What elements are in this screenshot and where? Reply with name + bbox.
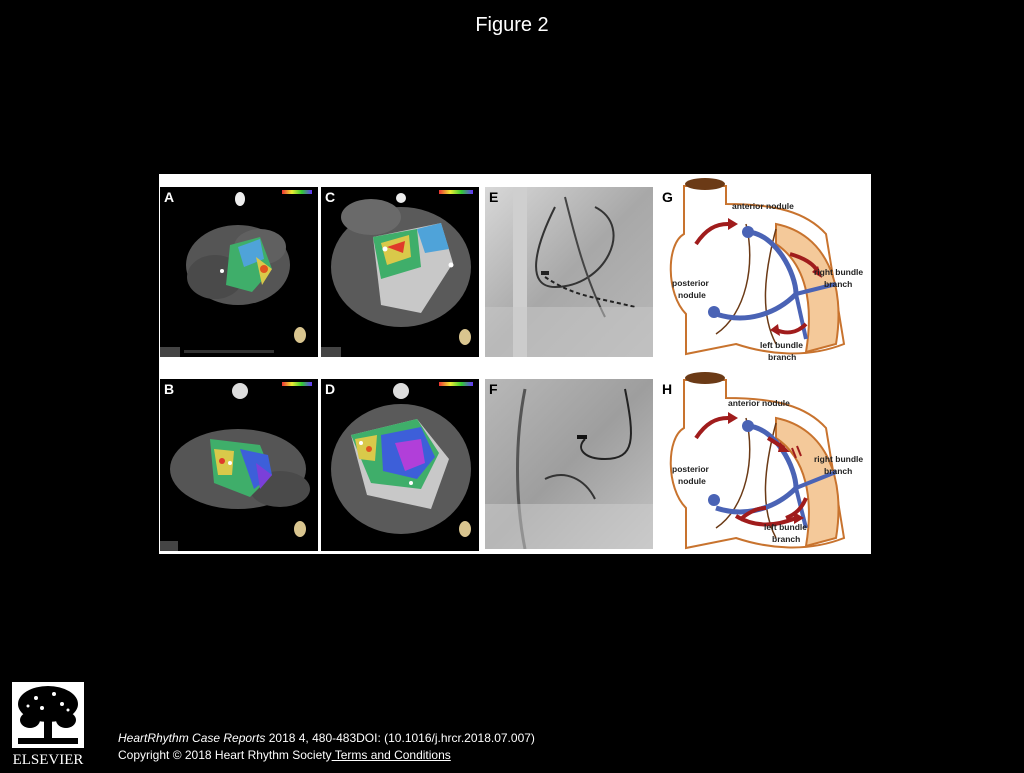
fluoroscopy-e-image: [485, 187, 653, 357]
label-nodule-g: nodule: [678, 290, 706, 300]
panel-label-d: D: [325, 381, 336, 397]
panel-h-schematic: H anterior nodule posterior nodule right…: [656, 368, 870, 554]
panel-label-a: A: [164, 189, 175, 205]
panel-label-b: B: [164, 381, 175, 397]
panel-a-map: A: [160, 187, 318, 357]
label-branch-rb-g: branch: [824, 279, 853, 289]
panel-e-fluoroscopy: E: [485, 187, 653, 357]
elsevier-logo: ELSEVIER: [10, 680, 86, 768]
label-anterior-nodule-g: anterior nodule: [732, 201, 794, 211]
map-c-image: [321, 187, 479, 357]
citation-details: 2018 4, 480-483DOI: (10.1016/j.hrcr.2018…: [265, 731, 535, 745]
panel-label-c: C: [325, 189, 336, 205]
map-d-image: [321, 379, 479, 551]
label-branch-lb-h: branch: [772, 534, 801, 544]
map-b-image: [160, 379, 318, 551]
panel-label-h: H: [662, 381, 673, 397]
panel-label-e: E: [489, 189, 499, 205]
elsevier-wordmark: ELSEVIER: [13, 752, 84, 768]
label-right-bundle-h: right bundle: [814, 454, 864, 464]
citation: HeartRhythm Case Reports 2018 4, 480-483…: [118, 731, 535, 745]
conduction-diagram-g: [669, 178, 846, 356]
terms-and-conditions-link[interactable]: Terms and Conditions: [331, 748, 451, 762]
label-posterior-g: posterior: [672, 278, 709, 288]
label-posterior-h: posterior: [672, 464, 709, 474]
panel-label-g: G: [662, 189, 673, 205]
label-branch-lb-g: branch: [768, 352, 797, 362]
panel-b-map: B: [160, 379, 318, 551]
label-nodule-h: nodule: [678, 476, 706, 486]
journal-name: HeartRhythm Case Reports: [118, 731, 266, 745]
label-left-bundle-g: left bundle: [760, 340, 803, 350]
fluoroscopy-f-image: [485, 379, 653, 549]
panel-label-f: F: [489, 381, 498, 397]
panel-g-schematic: G anterior nodule posterior nodule right…: [656, 174, 870, 364]
figure-composite: A C: [159, 174, 871, 554]
panel-f-fluoroscopy: F: [485, 379, 653, 549]
panel-c-map: C: [321, 187, 479, 357]
map-a-image: [160, 187, 318, 357]
label-branch-rb-h: branch: [824, 466, 853, 476]
label-anterior-nodule-h: anterior nodule: [728, 398, 790, 408]
slide-title: Figure 2: [475, 14, 549, 36]
label-right-bundle-g: right bundle: [814, 267, 864, 277]
conduction-diagram-h: [669, 372, 846, 550]
copyright-line: Copyright © 2018 Heart Rhythm Society Te…: [118, 748, 451, 762]
label-left-bundle-h: left bundle: [764, 522, 807, 532]
copyright-text: Copyright © 2018 Heart Rhythm Society: [118, 748, 332, 762]
panel-d-map: D: [321, 379, 479, 551]
elsevier-tree-icon: ELSEVIER: [12, 682, 84, 768]
